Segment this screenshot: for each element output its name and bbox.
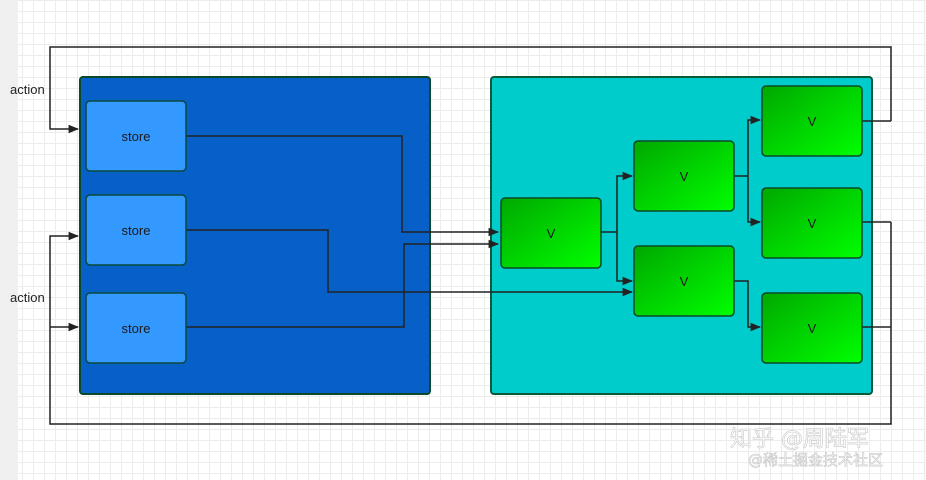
store-label: store	[122, 129, 151, 144]
action-label-top: action	[10, 82, 45, 97]
view-box-2: V	[633, 140, 735, 212]
view-label: V	[680, 169, 689, 184]
store-label: store	[122, 223, 151, 238]
feedback-lines	[49, 46, 892, 425]
store-connectors	[186, 135, 634, 328]
view1-to-view2	[616, 171, 634, 232]
view2-to-view4	[747, 115, 762, 176]
view-box-6: V	[761, 292, 863, 364]
left-gutter	[0, 0, 18, 480]
view-label: V	[808, 321, 817, 336]
store-box-1: store	[85, 100, 187, 172]
store1-to-view1	[186, 135, 500, 237]
view-box-3: V	[633, 245, 735, 317]
action-label-bottom: action	[10, 290, 45, 305]
watermark-line-1: 知乎 @周陆军	[730, 427, 869, 452]
view1-to-view3	[616, 232, 634, 286]
bottom-feedback-line	[49, 222, 892, 425]
store-box-2: store	[85, 194, 187, 266]
view-label: V	[547, 226, 556, 241]
watermark-line-2: @稀土掘金技术社区	[748, 451, 883, 469]
top-feedback-line	[49, 46, 892, 134]
view-label: V	[808, 114, 817, 129]
view2-to-view5	[747, 176, 762, 227]
view-connectors	[601, 115, 762, 332]
view-box-1: V	[500, 197, 602, 269]
store2-to-view3	[186, 229, 634, 297]
view-box-5: V	[761, 187, 863, 259]
view-box-4: V	[761, 85, 863, 157]
view-label: V	[680, 274, 689, 289]
view-label: V	[808, 216, 817, 231]
store3-to-view1	[186, 239, 500, 328]
store-box-3: store	[85, 292, 187, 364]
store-label: store	[122, 321, 151, 336]
view3-to-view6	[734, 280, 762, 332]
